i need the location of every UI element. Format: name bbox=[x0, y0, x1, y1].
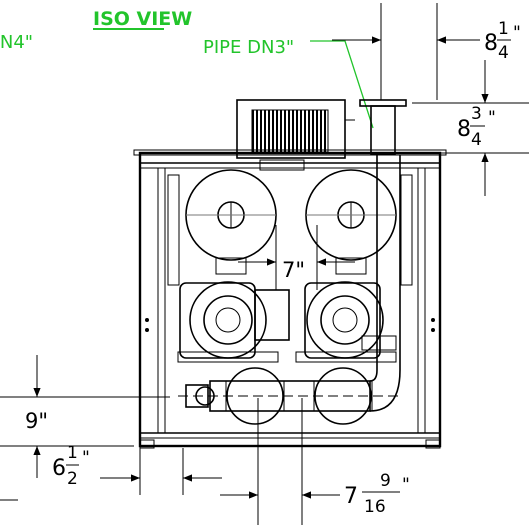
dim-left-height: 9" bbox=[0, 355, 170, 478]
dim-top-right-width: 8 1 4 " bbox=[332, 3, 521, 100]
upper-right-blower bbox=[305, 169, 397, 275]
svg-text:": " bbox=[513, 23, 521, 43]
svg-text:": " bbox=[82, 448, 90, 468]
lower-right-motor bbox=[295, 281, 397, 363]
svg-text:4: 4 bbox=[498, 43, 509, 63]
svg-text:9": 9" bbox=[25, 409, 48, 433]
upper-left-blower bbox=[185, 169, 277, 275]
svg-text:7": 7" bbox=[282, 258, 305, 282]
dim-bottom-right: 7 9 16 " bbox=[220, 398, 410, 525]
svg-text:6: 6 bbox=[52, 456, 66, 481]
pipe-dn4-callout: DN4" bbox=[0, 32, 33, 53]
dim-top-right-height: 8 3 4 " bbox=[412, 60, 529, 196]
svg-text:1: 1 bbox=[67, 443, 78, 463]
svg-text:9: 9 bbox=[380, 471, 391, 491]
lower-left-motor bbox=[177, 281, 290, 363]
pipe-dn3-leader bbox=[310, 40, 374, 129]
svg-text:16: 16 bbox=[364, 497, 386, 517]
cabinet-frame bbox=[133, 149, 447, 449]
dim-bottom-left: 6 1 2 " bbox=[0, 443, 222, 501]
svg-text:8: 8 bbox=[457, 117, 471, 142]
svg-text:1: 1 bbox=[498, 19, 509, 39]
manifold-pipe bbox=[178, 155, 401, 425]
svg-text:": " bbox=[488, 108, 496, 128]
ventilation-box bbox=[236, 99, 355, 159]
svg-text:": " bbox=[402, 475, 410, 495]
pipe-dn3-callout: PIPE DN3" bbox=[203, 37, 294, 58]
svg-text:3: 3 bbox=[471, 104, 482, 124]
svg-text:8: 8 bbox=[484, 31, 498, 56]
svg-text:7: 7 bbox=[344, 484, 358, 509]
svg-text:4: 4 bbox=[471, 130, 482, 150]
svg-text:2: 2 bbox=[67, 469, 78, 489]
view-title: ISO VIEW bbox=[93, 8, 192, 30]
dim-center-gap: 7" bbox=[238, 225, 355, 290]
